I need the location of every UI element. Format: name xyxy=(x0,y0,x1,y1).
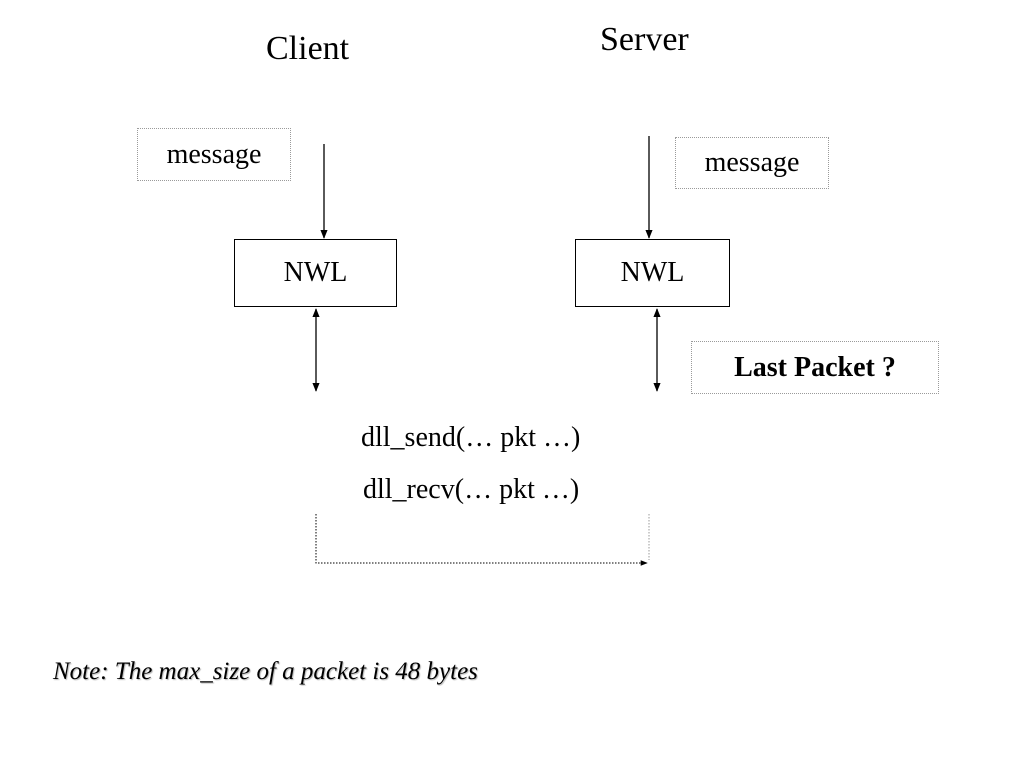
dll-send-call: dll_send(… pkt …) xyxy=(361,422,581,453)
last-packet-box: Last Packet ? xyxy=(691,341,939,394)
server-nwl-box: NWL xyxy=(575,239,730,307)
client-title: Client xyxy=(266,30,350,67)
client-message-box: message xyxy=(137,128,291,181)
last-packet-label: Last Packet ? xyxy=(734,351,896,383)
client-nwl-box: NWL xyxy=(234,239,397,307)
client-nwl-label: NWL xyxy=(283,257,348,288)
server-nwl-label: NWL xyxy=(620,257,685,288)
packet-size-note: Note: The max_size of a packet is 48 byt… xyxy=(53,658,478,685)
dll-recv-call: dll_recv(… pkt …) xyxy=(363,474,580,505)
server-message-label: message xyxy=(704,147,800,178)
server-title: Server xyxy=(600,21,689,58)
transfer-dotted-path xyxy=(315,514,648,566)
client-message-label: message xyxy=(166,138,262,170)
server-message-box: message xyxy=(675,137,829,189)
